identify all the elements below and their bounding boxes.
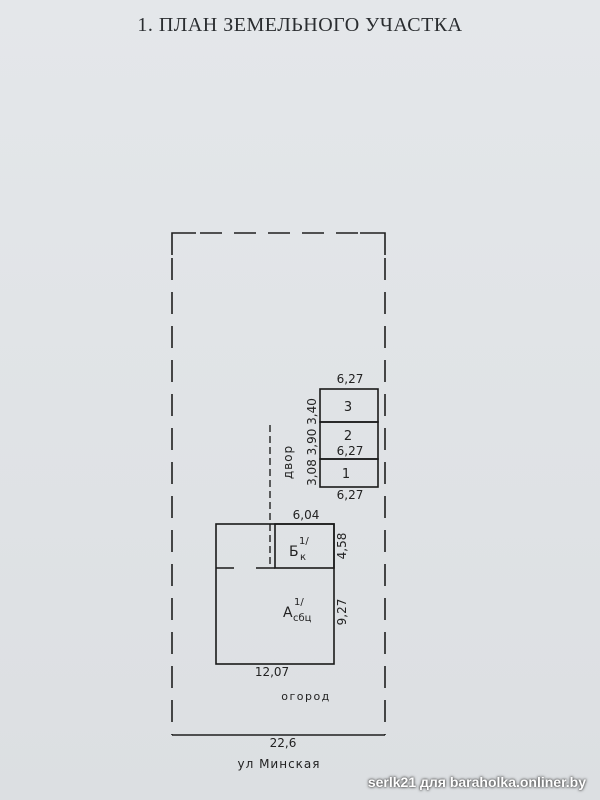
watermark: serlk21 для baraholka.onliner.by [367,774,586,790]
annex-depth: 4,58 [335,533,349,560]
annex-label-sup: 1/ [299,536,309,547]
shed-2-label: 2 [344,429,352,444]
annex-label-main: Б [289,544,299,560]
shed-3-label: 3 [344,400,352,415]
garden-label: огород [281,690,331,703]
shed-depths: 3,08 3,90 3,40 [305,398,319,486]
shed-mid-width: 6,27 [337,444,364,458]
shed-bottom-width: 6,27 [337,488,364,502]
document-title: 1. ПЛАН ЗЕМЕЛЬНОГО УЧАСТКА [137,14,463,36]
house-label-main: А [283,605,293,621]
yard-label: двор [281,445,295,479]
shed-1-label: 1 [342,467,350,482]
street-name: ул Минская [237,757,320,771]
plot-corner-top-left [171,232,196,255]
annex-width: 6,04 [293,508,320,522]
plot-width: 22,6 [270,736,297,750]
annex-b-outline [274,523,335,569]
house-label-sup: 1/ [294,597,304,608]
shed-1-outline [319,458,379,488]
house-label-sub: сбц [293,613,312,624]
shed-top-width: 6,27 [337,372,364,386]
house-depth: 9,27 [335,599,349,626]
plot-corner-top-right [360,232,386,255]
house-width: 12,07 [255,665,289,679]
annex-label-sub: к [300,552,306,563]
